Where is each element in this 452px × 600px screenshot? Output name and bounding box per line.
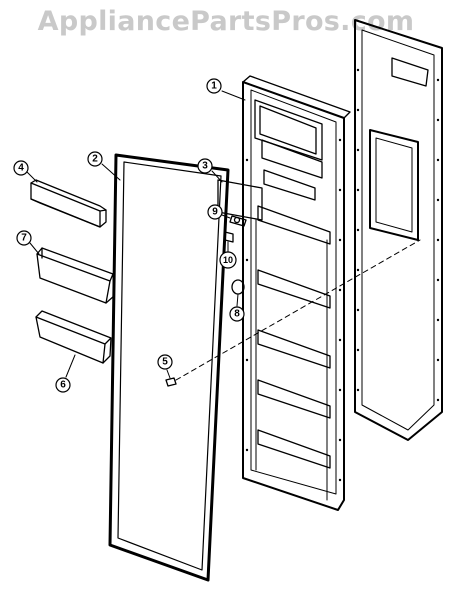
callout-8: 8 bbox=[229, 306, 245, 322]
callout-label: 8 bbox=[234, 309, 240, 320]
callout-label: 10 bbox=[223, 255, 233, 265]
callout-6: 6 bbox=[55, 377, 71, 393]
callout-2: 2 bbox=[87, 151, 103, 167]
door-bin-7 bbox=[36, 247, 115, 304]
callout-3: 3 bbox=[197, 158, 213, 174]
callout-4: 4 bbox=[13, 160, 29, 176]
door-bin-4 bbox=[30, 179, 107, 228]
leader-lines bbox=[26, 90, 246, 379]
watermark-text: AppliancePartsPros.com bbox=[37, 6, 415, 37]
callout-label: 6 bbox=[60, 380, 66, 391]
callout-label: 9 bbox=[212, 207, 218, 218]
callout-9: 9 bbox=[207, 204, 223, 220]
callout-1: 1 bbox=[206, 78, 222, 94]
screw-part-5 bbox=[165, 377, 177, 387]
callout-label: 7 bbox=[21, 233, 27, 244]
callout-label: 4 bbox=[18, 163, 24, 174]
callout-label: 2 bbox=[92, 154, 98, 165]
panel-part bbox=[217, 179, 263, 221]
callout-7: 7 bbox=[16, 230, 32, 246]
screw-part bbox=[229, 215, 247, 227]
door-liner bbox=[242, 75, 351, 511]
callout-10: 10 bbox=[219, 251, 237, 269]
door-bin-6 bbox=[35, 310, 112, 364]
callout-label: 5 bbox=[162, 357, 168, 368]
assembly-line bbox=[175, 239, 421, 381]
callout-5: 5 bbox=[157, 354, 173, 370]
outer-door-panel bbox=[354, 19, 443, 441]
callout-label: 1 bbox=[211, 81, 217, 92]
door-gasket bbox=[108, 153, 230, 582]
callout-label: 3 bbox=[202, 161, 208, 172]
clip-part bbox=[224, 231, 234, 243]
